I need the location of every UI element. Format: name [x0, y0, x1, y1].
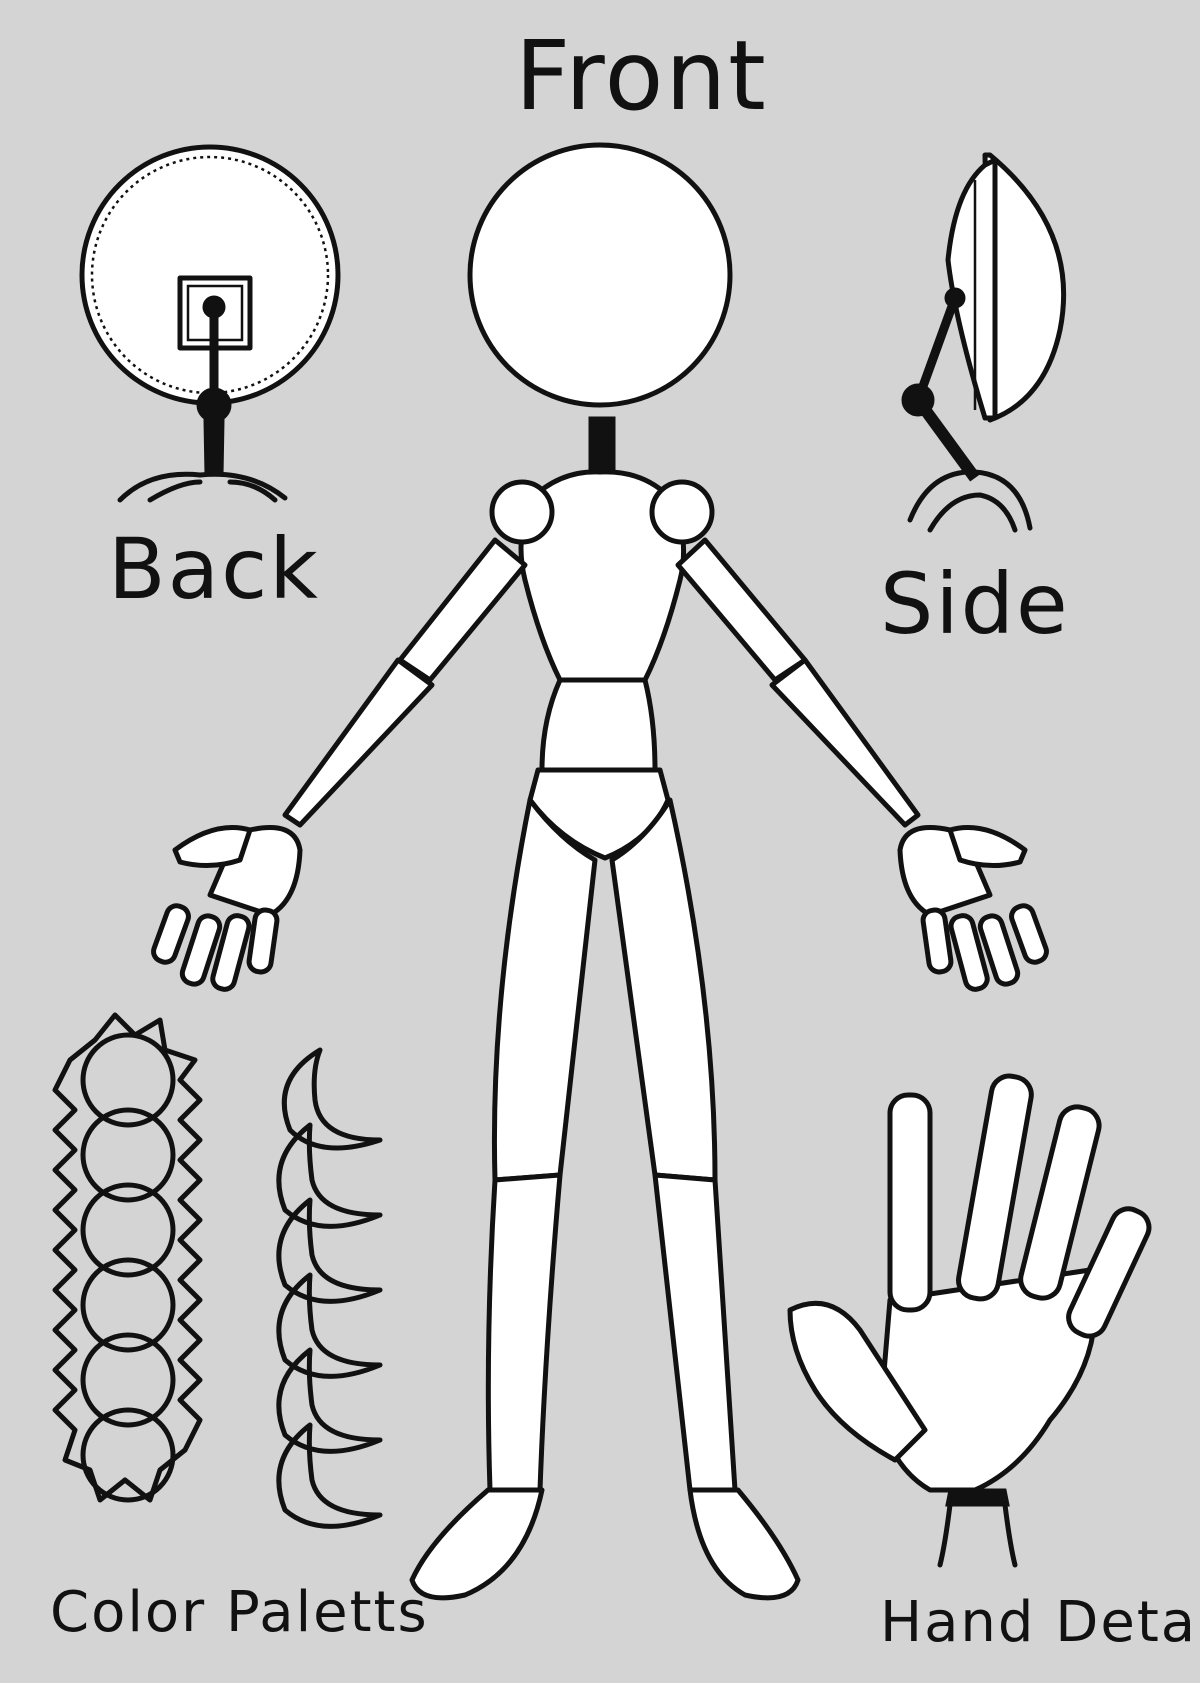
- right-finger-1: [1009, 903, 1049, 965]
- side-upper-rod: [913, 296, 960, 402]
- palette-swatch-1: [80, 1032, 176, 1128]
- right-shin: [652, 1172, 738, 1493]
- palette-spiky-column: [52, 1012, 203, 1503]
- hand-detail-wrist-right: [1002, 1502, 1018, 1568]
- right-foot: [687, 1487, 801, 1601]
- hand-detail-finger-2: [956, 1073, 1034, 1302]
- right-shoulder-ball: [649, 479, 715, 545]
- back-shoulder-right: [227, 479, 278, 503]
- left-finger-4: [246, 907, 280, 975]
- left-foot: [409, 1487, 545, 1601]
- front-abdomen: [539, 677, 658, 773]
- left-upper-arm: [397, 537, 528, 683]
- left-hand: [151, 825, 303, 992]
- left-finger-2: [179, 913, 223, 987]
- palette-swatch-6: [80, 1407, 176, 1503]
- right-upper-arm: [675, 537, 808, 683]
- hand-detail-label: Hand Detail: [880, 1590, 1200, 1655]
- right-thumb: [947, 825, 1028, 868]
- hand-detail-thumb: [787, 1300, 928, 1463]
- left-finger-3: [210, 913, 252, 992]
- palette-swatch-2: [80, 1107, 176, 1203]
- palette-swatch-3: [80, 1182, 176, 1278]
- front-figure: [151, 142, 1049, 1601]
- hand-detail-finger-3: [1018, 1104, 1102, 1301]
- hand-detail: [787, 1073, 1152, 1568]
- side-head-back: [945, 157, 998, 421]
- back-label: Back: [108, 520, 320, 618]
- right-finger-3: [948, 913, 990, 992]
- side-lower-rod: [913, 396, 980, 482]
- left-finger-1: [151, 903, 191, 965]
- right-thigh: [609, 797, 718, 1183]
- color-palette-label: Color Paletts: [50, 1580, 429, 1645]
- palette-crescent-column: [276, 1047, 383, 1529]
- front-neck: [588, 416, 616, 475]
- crescent-2: [276, 1122, 383, 1229]
- palette-swatch-5: [80, 1332, 176, 1428]
- back-shoulders: [117, 471, 288, 503]
- left-shin: [485, 1172, 563, 1493]
- crescent-1: [281, 1047, 383, 1151]
- side-shoulder-inner: [927, 492, 1018, 533]
- back-view: [79, 144, 341, 503]
- hand-detail-finger-1: [887, 1092, 933, 1313]
- right-hand: [897, 825, 1049, 992]
- back-joint-mid: [196, 387, 232, 423]
- right-finger-4: [920, 907, 954, 975]
- side-view: [901, 152, 1067, 533]
- crescent-4: [276, 1272, 383, 1379]
- palette-swatch-4: [80, 1257, 176, 1353]
- left-thumb: [172, 825, 253, 868]
- back-head-rim: [90, 155, 330, 395]
- hand-detail-wrist-left: [937, 1502, 953, 1568]
- left-thigh: [491, 797, 598, 1183]
- right-finger-2: [977, 913, 1021, 987]
- front-label: Front: [515, 20, 768, 132]
- side-shoulder-outer: [907, 469, 1033, 531]
- left-shoulder-ball: [489, 479, 555, 545]
- right-forearm: [769, 657, 921, 828]
- left-forearm: [282, 657, 435, 828]
- front-chest: [518, 469, 687, 683]
- crescent-5: [276, 1347, 383, 1454]
- front-head: [467, 142, 733, 408]
- back-shoulder-left: [147, 479, 203, 503]
- crescent-3: [276, 1197, 383, 1304]
- hand-detail-finger-4: [1066, 1206, 1152, 1339]
- side-head-disc: [982, 152, 1067, 423]
- crescent-6: [276, 1422, 383, 1529]
- back-neck: [203, 418, 225, 477]
- spiky-outline: [52, 1012, 203, 1503]
- side-label: Side: [880, 555, 1070, 653]
- hand-detail-wrist-band: [945, 1488, 1010, 1507]
